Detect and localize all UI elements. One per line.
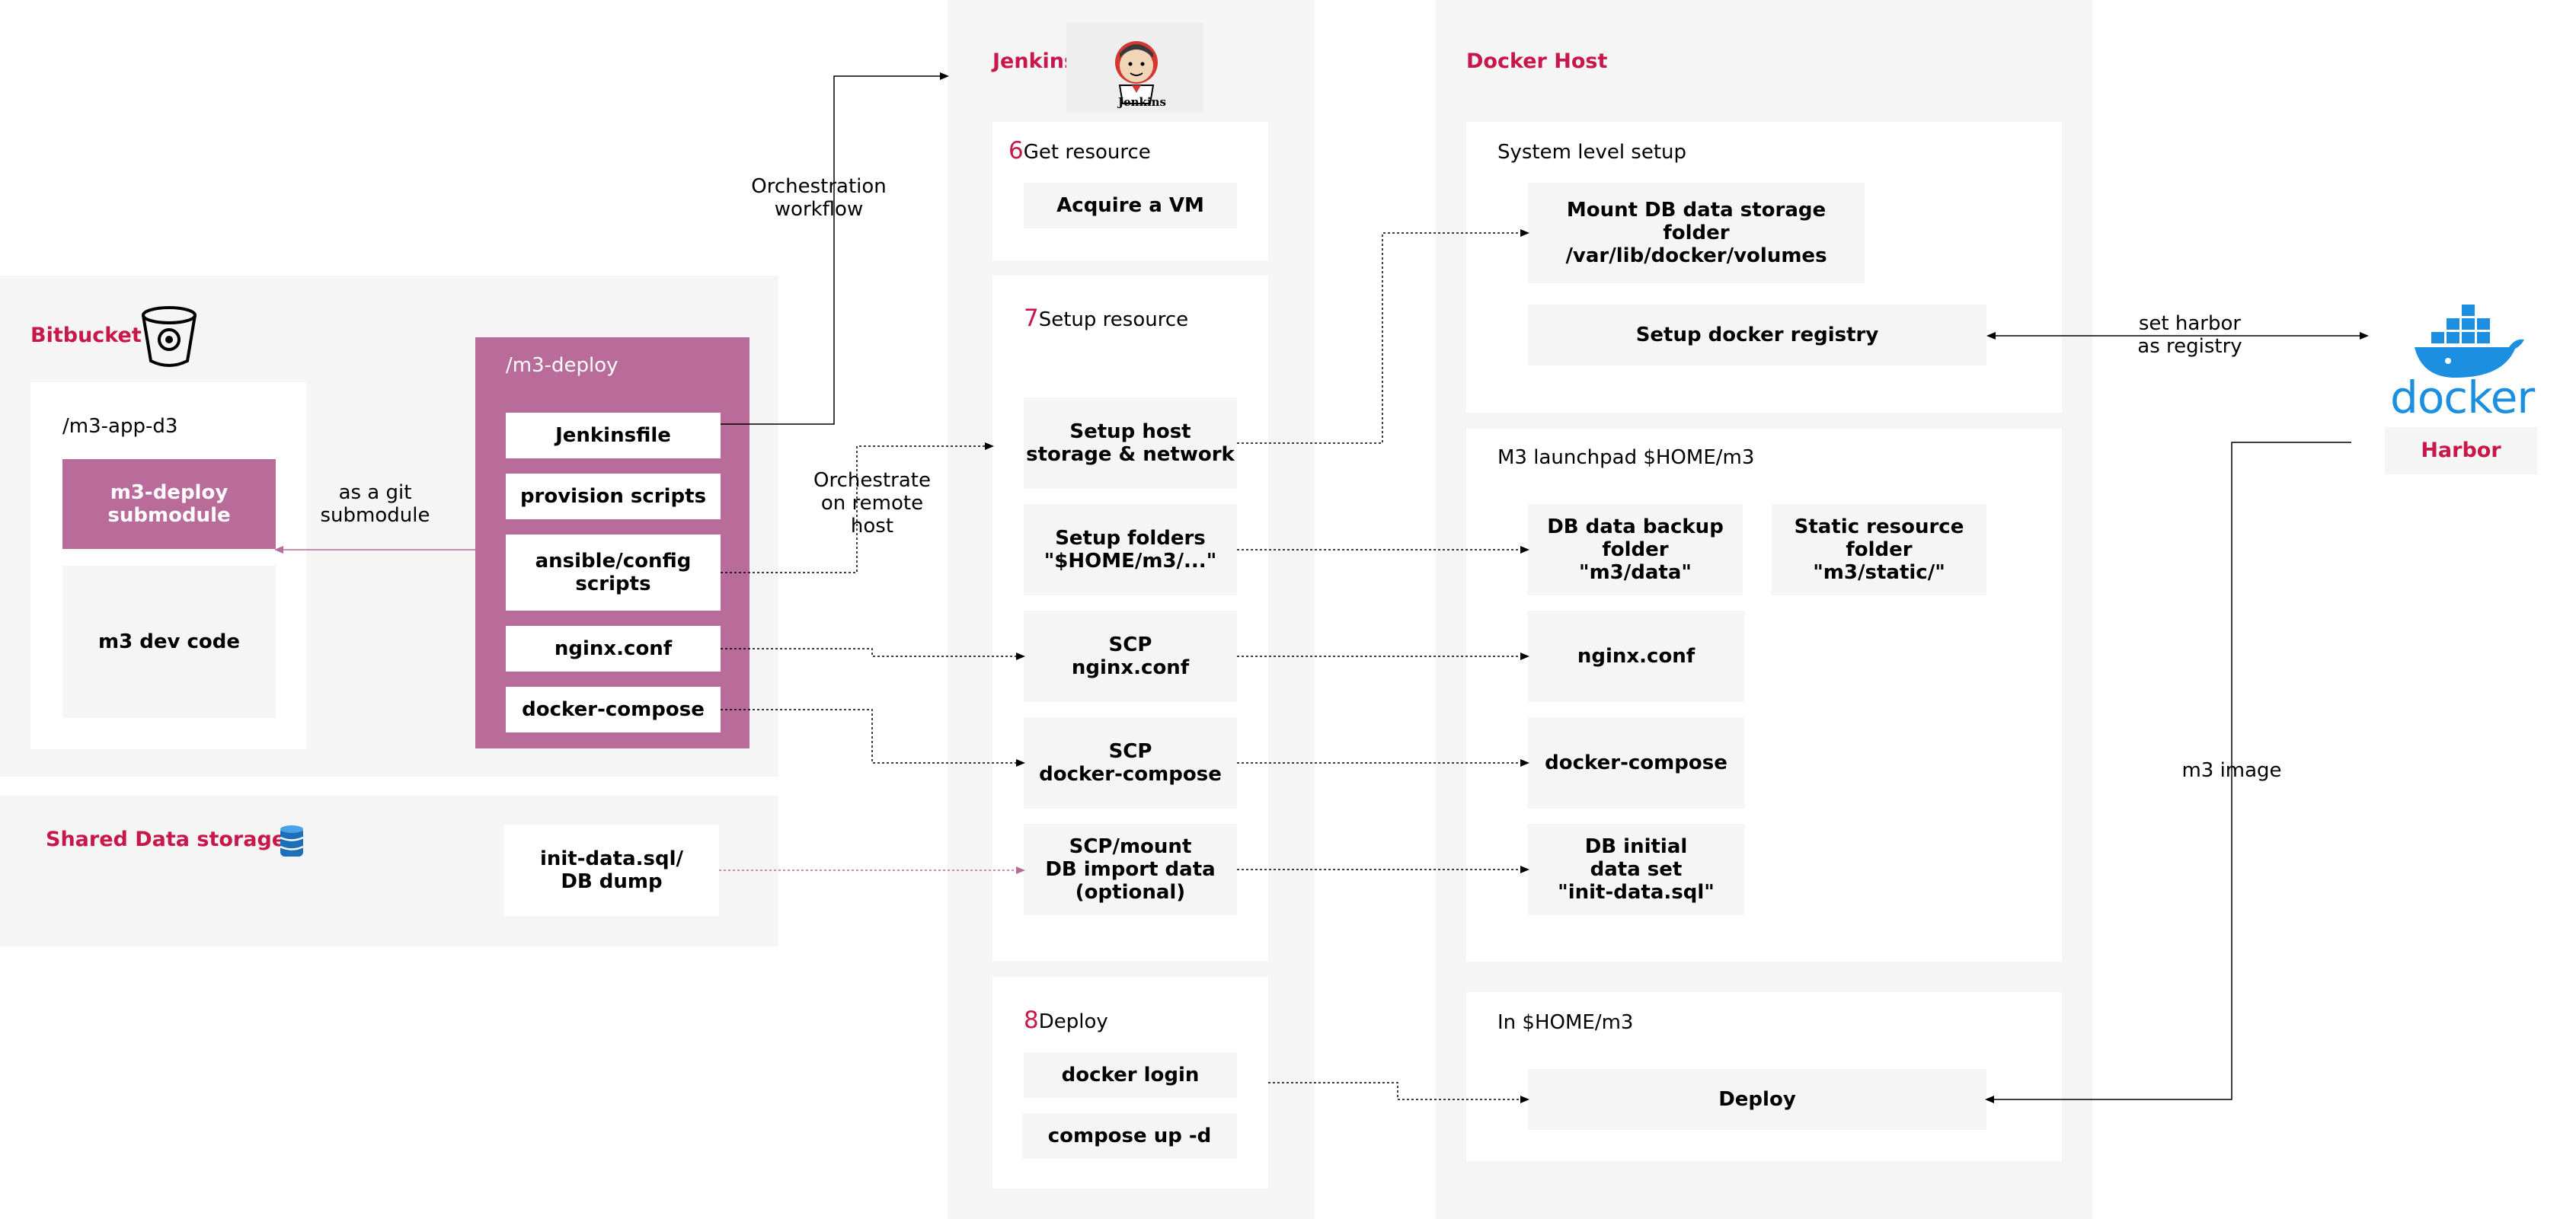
jenkins-logo-icon bbox=[1066, 23, 1203, 113]
jenkins-title: Jenkins bbox=[992, 49, 1077, 73]
submodule-box[interactable]: m3-deploy submodule bbox=[62, 459, 276, 549]
db-backup-folder-box[interactable]: DB data backup folder "m3/data" bbox=[1528, 504, 1743, 595]
docker-login-box[interactable]: docker login bbox=[1024, 1052, 1237, 1098]
jenkinsfile-box[interactable]: Jenkinsfile bbox=[506, 413, 721, 458]
shared-storage-title: Shared Data storage bbox=[46, 828, 286, 851]
m3-image-arrow bbox=[1985, 442, 2351, 1103]
nginx-to-scp-arrow bbox=[721, 648, 1025, 660]
acquire-vm-box[interactable]: Acquire a VM bbox=[1024, 183, 1237, 228]
deploy-repo-name: /m3-deploy bbox=[506, 354, 618, 377]
deploy-card-title: In $HOME/m3 bbox=[1497, 1011, 1634, 1034]
static-resource-folder-box[interactable]: Static resource folder "m3/static/" bbox=[1772, 504, 1986, 595]
jenkinsfile-to-jenkins-arrow bbox=[721, 72, 949, 425]
host-nginx-conf-box[interactable]: nginx.conf bbox=[1528, 611, 1744, 702]
deploy-box[interactable]: Deploy bbox=[1528, 1069, 1986, 1130]
bitbucket-icon bbox=[139, 305, 200, 369]
setup-host-to-mount-arrow bbox=[1237, 229, 1529, 444]
step7-number: 7 bbox=[1024, 305, 1039, 332]
db-dump-box[interactable]: init-data.sql/ DB dump bbox=[504, 825, 719, 916]
system-setup-title: System level setup bbox=[1497, 141, 1687, 164]
step7-header: 7Setup resource bbox=[1024, 305, 1188, 332]
scp-compose-box[interactable]: SCP docker-compose bbox=[1024, 717, 1237, 809]
step8-header: 8Deploy bbox=[1024, 1007, 1108, 1034]
harbor-label: Harbor bbox=[2385, 427, 2537, 474]
bitbucket-title: Bitbucket bbox=[30, 324, 142, 347]
ansible-to-setup-arrow bbox=[721, 442, 994, 573]
jenkins-logo-caption: Jenkins bbox=[1118, 95, 1166, 109]
db-initial-data-box[interactable]: DB initial data set "init-data.sql" bbox=[1528, 824, 1744, 915]
step8-number: 8 bbox=[1024, 1007, 1039, 1034]
docker-login-to-deploy-arrow bbox=[1268, 1082, 1529, 1103]
database-icon bbox=[279, 825, 305, 860]
m3-image-label: m3 image bbox=[2163, 759, 2300, 782]
mount-db-storage-box[interactable]: Mount DB data storage folder /var/lib/do… bbox=[1528, 183, 1865, 283]
orchestrate-remote-label: Orchestrate on remote host bbox=[800, 469, 944, 538]
docker-logo-text: docker bbox=[2390, 372, 2535, 423]
setup-folders-box[interactable]: Setup folders "$HOME/m3/..." bbox=[1024, 504, 1237, 595]
setup-host-box[interactable]: Setup host storage & network bbox=[1024, 397, 1237, 489]
step7-title: Setup resource bbox=[1038, 308, 1189, 331]
app-repo-name: /m3-app-d3 bbox=[62, 415, 178, 438]
step6-title: Get resource bbox=[1023, 141, 1151, 164]
orchestration-label: Orchestration workflow bbox=[743, 175, 895, 221]
launchpad-title: M3 launchpad $HOME/m3 bbox=[1497, 446, 1755, 469]
step6-number: 6 bbox=[1008, 137, 1024, 164]
provision-scripts-box[interactable]: provision scripts bbox=[506, 474, 721, 519]
ansible-config-box[interactable]: ansible/config scripts bbox=[506, 535, 721, 611]
compose-to-scp-arrow bbox=[721, 709, 1025, 767]
host-docker-compose-box[interactable]: docker-compose bbox=[1528, 717, 1744, 809]
scp-db-import-box[interactable]: SCP/mount DB import data (optional) bbox=[1024, 824, 1237, 915]
docker-whale-icon bbox=[2408, 298, 2530, 382]
docker-host-title: Docker Host bbox=[1466, 49, 1608, 73]
docker-compose-box[interactable]: docker-compose bbox=[506, 687, 721, 732]
step6-header: 6Get resource bbox=[1008, 137, 1151, 164]
compose-up-box[interactable]: compose up -d bbox=[1022, 1113, 1237, 1159]
scp-nginx-box[interactable]: SCP nginx.conf bbox=[1024, 611, 1237, 702]
setup-registry-box[interactable]: Setup docker registry bbox=[1528, 305, 1986, 365]
dev-code-box[interactable]: m3 dev code bbox=[62, 566, 276, 718]
git-submodule-label: as a git submodule bbox=[320, 481, 430, 527]
nginx-conf-box[interactable]: nginx.conf bbox=[506, 626, 721, 672]
step8-title: Deploy bbox=[1038, 1010, 1108, 1033]
